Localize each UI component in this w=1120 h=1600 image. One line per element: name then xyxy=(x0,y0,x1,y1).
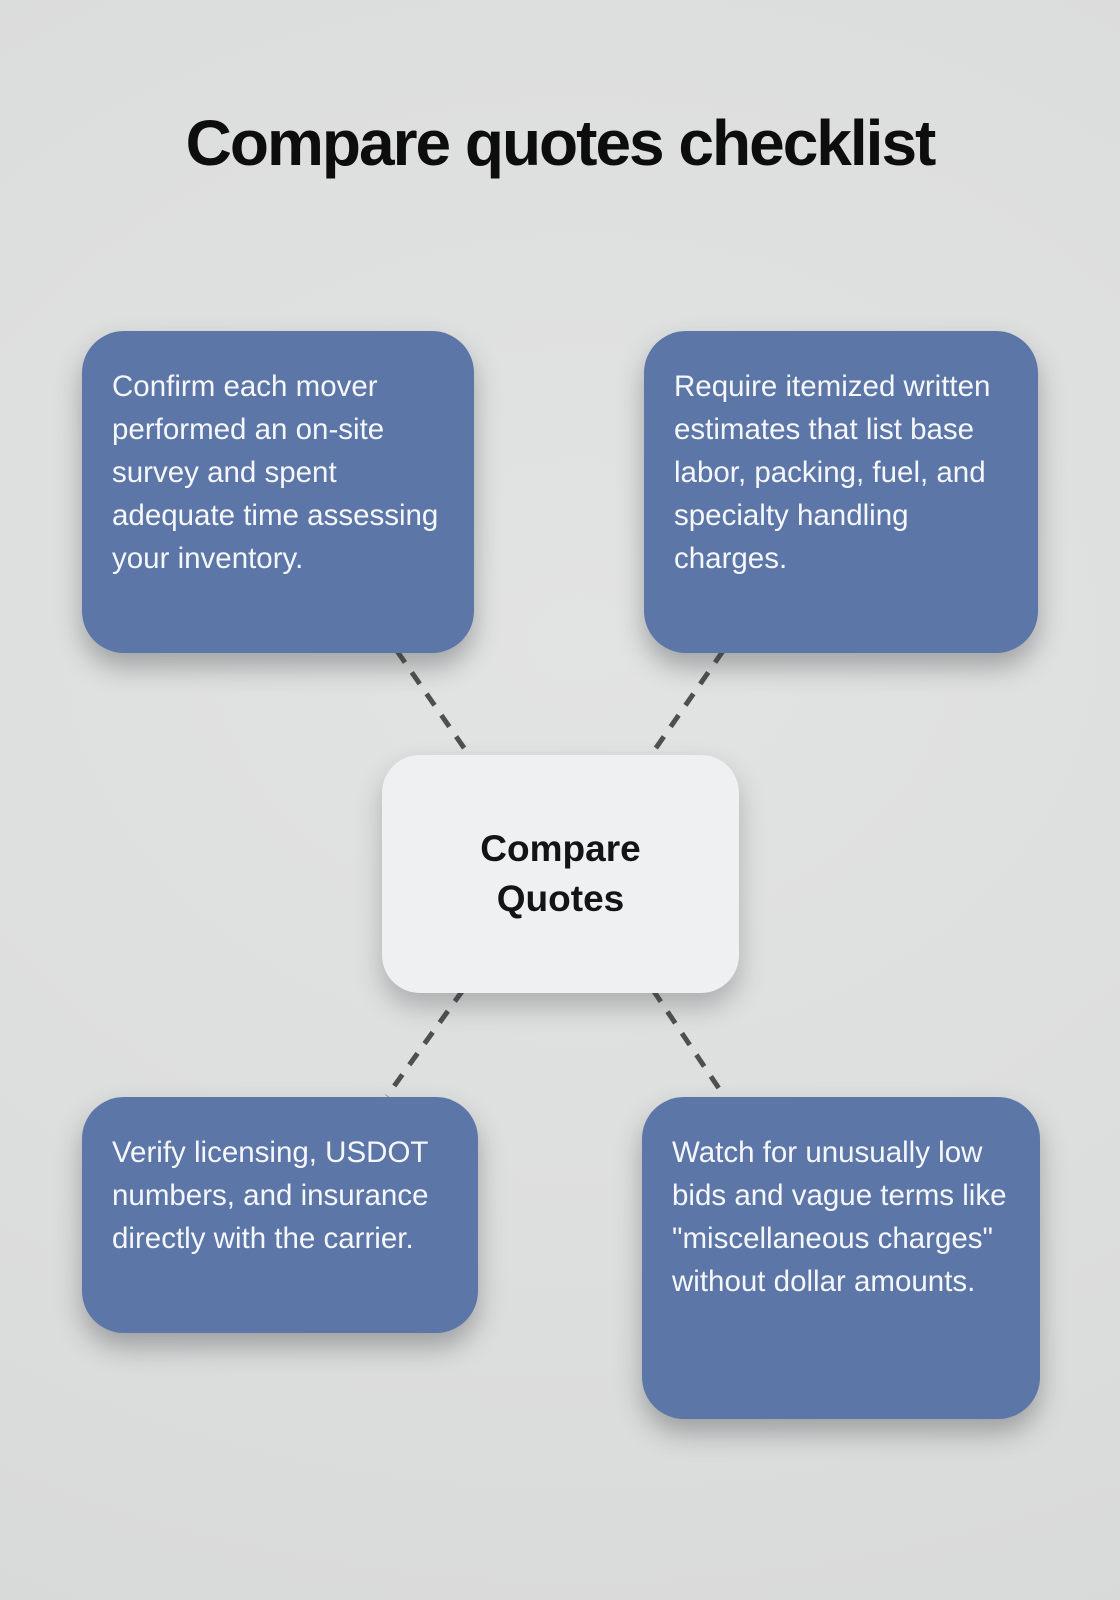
checklist-node-top-left-text: Confirm each mover performed an on-site … xyxy=(112,370,439,575)
checklist-node-top-right: Require itemized written estimates that … xyxy=(644,331,1038,653)
checklist-node-bottom-left: Verify licensing, USDOT numbers, and ins… xyxy=(82,1097,478,1333)
connector-top-right xyxy=(646,649,726,760)
checklist-node-bottom-right: Watch for unusually low bids and vague t… xyxy=(642,1097,1040,1419)
checklist-node-bottom-right-text: Watch for unusually low bids and vague t… xyxy=(672,1136,1007,1298)
connector-bottom-right xyxy=(650,988,727,1098)
checklist-node-top-right-text: Require itemized written estimates that … xyxy=(674,370,991,575)
center-node-label: Compare Quotes xyxy=(480,828,641,919)
connector-top-left xyxy=(394,649,474,760)
checklist-node-bottom-left-text: Verify licensing, USDOT numbers, and ins… xyxy=(112,1136,429,1255)
checklist-node-top-left: Confirm each mover performed an on-site … xyxy=(82,331,474,653)
center-node: Compare Quotes xyxy=(382,755,739,993)
page-title: Compare quotes checklist xyxy=(185,107,937,179)
connector-bottom-left xyxy=(384,988,466,1098)
